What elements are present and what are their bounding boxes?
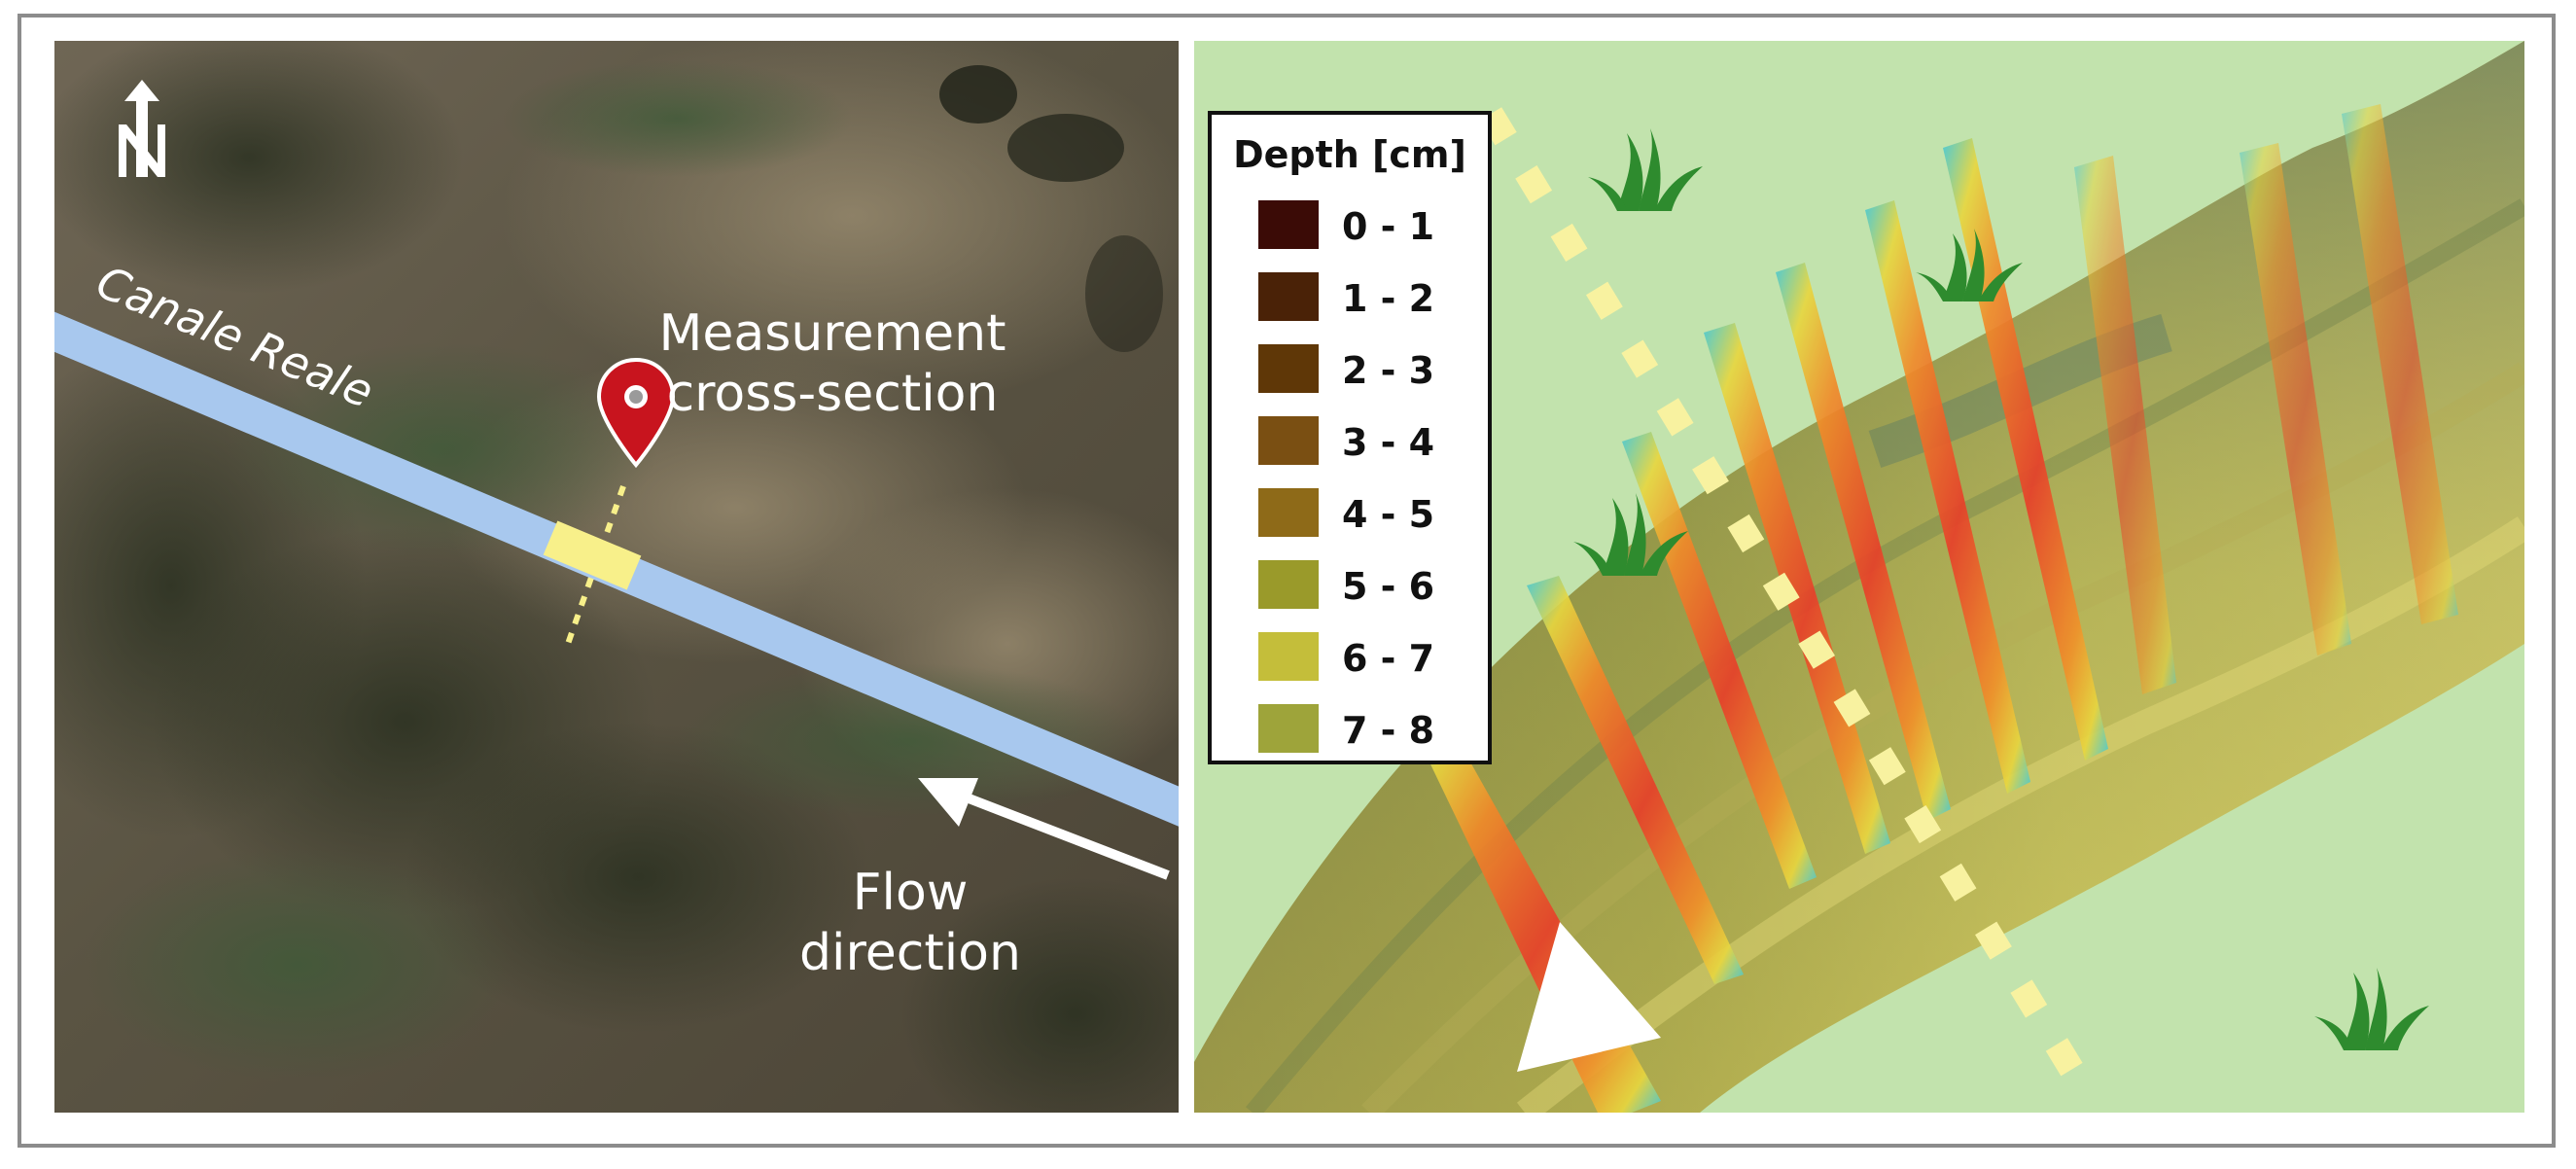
legend-label: 3 - 4 bbox=[1342, 421, 1434, 464]
flow-arrow-icon bbox=[918, 778, 1170, 880]
legend-swatch bbox=[1258, 416, 1319, 465]
satellite-map: Canale Reale Measurement cross-section F… bbox=[54, 41, 1179, 1113]
depth-map: Depth [cm] 0 - 1 1 - 2 2 - 3 3 - 4 4 - 5 5 - … bbox=[1194, 41, 2524, 1113]
flow-triangle-icon bbox=[1517, 922, 1661, 1072]
cross-section-highlight bbox=[543, 520, 642, 590]
legend-label: 1 - 2 bbox=[1342, 277, 1434, 320]
marker-label-line1: Measurement bbox=[659, 304, 1006, 363]
cross-section-dashed-line bbox=[1479, 107, 2091, 1088]
grass-icon bbox=[1573, 493, 1688, 576]
grass-icon bbox=[2314, 968, 2429, 1050]
grass-icon bbox=[1916, 229, 2023, 301]
north-arrow-icon bbox=[119, 80, 165, 177]
legend-label: 0 - 1 bbox=[1342, 205, 1434, 248]
grass-icon bbox=[1588, 128, 1703, 211]
legend-swatch bbox=[1258, 632, 1319, 681]
marker-label-line2: cross-section bbox=[667, 365, 999, 423]
legend-swatch bbox=[1258, 704, 1319, 753]
legend-swatch bbox=[1258, 488, 1319, 537]
legend-label: 5 - 6 bbox=[1342, 565, 1434, 608]
flow-label-line2: direction bbox=[799, 924, 1021, 982]
legend-swatch bbox=[1258, 344, 1319, 393]
legend-swatch bbox=[1258, 560, 1319, 609]
legend-label: 4 - 5 bbox=[1342, 493, 1434, 536]
legend-label: 2 - 3 bbox=[1342, 349, 1434, 392]
legend-label: 6 - 7 bbox=[1342, 637, 1434, 680]
location-marker-icon bbox=[596, 357, 676, 469]
legend-title: Depth [cm] bbox=[1233, 133, 1466, 176]
legend-swatch bbox=[1258, 272, 1319, 321]
cross-section-line bbox=[565, 485, 626, 645]
legend-swatch bbox=[1258, 200, 1319, 249]
legend-label: 7 - 8 bbox=[1342, 709, 1434, 752]
satellite-map-panel: Canale Reale Measurement cross-section F… bbox=[54, 41, 1179, 1113]
flow-label-line1: Flow bbox=[853, 864, 969, 922]
depth-map-panel: Depth [cm] 0 - 1 1 - 2 2 - 3 3 - 4 4 - 5 5 - … bbox=[1194, 41, 2524, 1113]
depth-legend: Depth [cm] 0 - 1 1 - 2 2 - 3 3 - 4 4 - 5 5 - … bbox=[1208, 111, 1492, 764]
